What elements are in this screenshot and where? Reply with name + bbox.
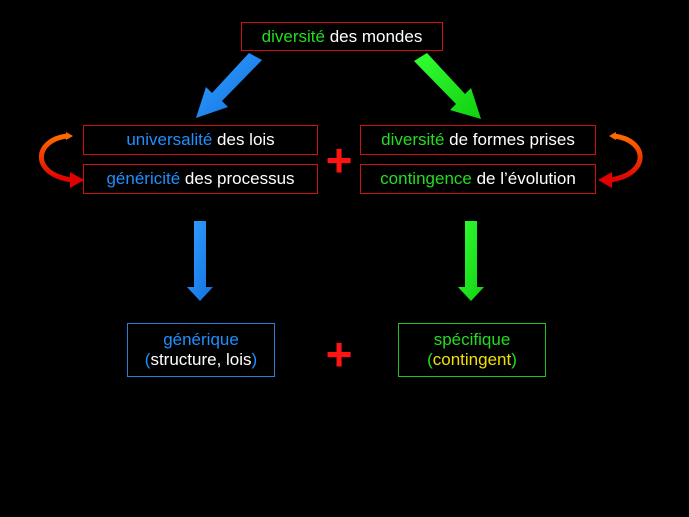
box-contingence-de-levolution: contingence de l’évolution [360, 164, 596, 194]
plus-sign-bottom: + [325, 328, 353, 380]
box-diversite-de-formes-prises: diversité de formes prises [360, 125, 596, 155]
specifique-title: spécifique [433, 330, 511, 349]
top-box-diversite-des-mondes: diversité des mondes [241, 22, 443, 51]
box-genericite-des-processus: généricité des processus [83, 164, 318, 194]
right-line2-rest: de l’évolution [471, 169, 576, 188]
generique-detail: structure, lois [150, 350, 252, 369]
specifique-detail: contingent [432, 350, 512, 369]
generique-close-paren: ) [251, 350, 258, 369]
right-loop-arrow-icon [598, 132, 643, 188]
generique-title: générique [163, 330, 239, 349]
specifique-close-paren: ) [511, 350, 517, 369]
left-loop-arrow-icon [39, 132, 84, 188]
blue-down-arrow-icon [187, 221, 213, 301]
specifique-open-paren: ( [427, 350, 433, 369]
specifique-detail-line: (contingent) [427, 350, 517, 370]
generique-open-paren: ( [144, 350, 151, 369]
left-line1-rest: des lois [212, 130, 275, 149]
green-diagonal-arrow-icon [414, 53, 481, 119]
right-line2-highlight: contingence [380, 169, 472, 188]
box-universalite-des-lois: universalité des lois [83, 125, 318, 155]
top-rest: des mondes [324, 26, 423, 46]
blue-diagonal-arrow-icon [196, 53, 262, 118]
top-highlight: diversité [261, 26, 325, 46]
left-line2-highlight: généricité [106, 169, 181, 188]
box-specifique: spécifique (contingent) [398, 323, 546, 377]
right-line1-highlight: diversité [381, 130, 445, 149]
plus-sign-top: + [325, 134, 353, 186]
left-line2-rest: des processus [180, 169, 295, 188]
right-line1-rest: de formes prises [444, 130, 575, 149]
green-down-arrow-icon [458, 221, 484, 301]
generique-detail-line: (structure, lois) [145, 350, 257, 370]
left-line1-highlight: universalité [126, 130, 213, 149]
box-generique: générique (structure, lois) [127, 323, 275, 377]
